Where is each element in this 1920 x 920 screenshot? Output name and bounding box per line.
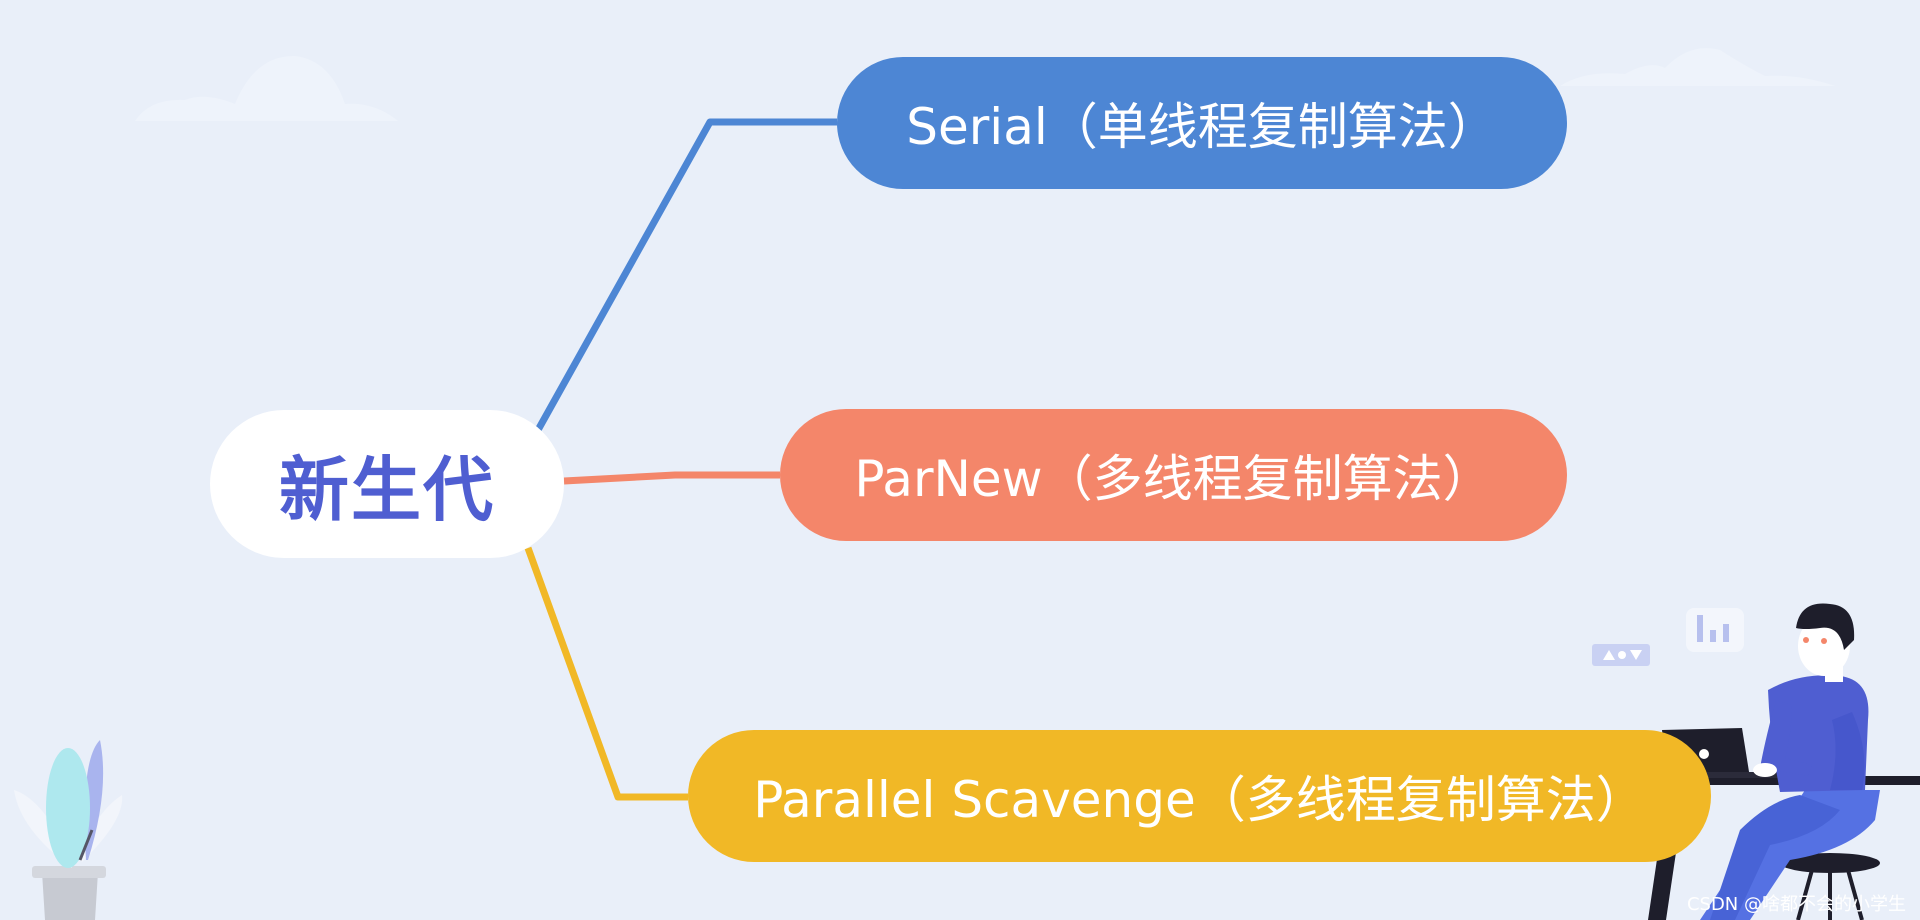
- root-node-label: 新生代: [279, 448, 495, 531]
- plant-illustration: [14, 740, 123, 920]
- cloud-left-decoration: [135, 55, 398, 122]
- child-node-serial[interactable]: Serial（单线程复制算法）: [837, 57, 1567, 189]
- floating-bar-chart-icon: [1686, 608, 1744, 652]
- connector-serial: [534, 118, 837, 432]
- child-node-label: Parallel Scavenge（多线程复制算法）: [753, 771, 1646, 829]
- connector-parallel-scavenge: [524, 546, 688, 801]
- watermark-text: CSDN @啥都不会的小学生: [1686, 894, 1906, 915]
- child-node-label: Serial（单线程复制算法）: [906, 98, 1498, 156]
- child-node-label: ParNew（多线程复制算法）: [854, 450, 1493, 508]
- floating-controls-icon: [1592, 644, 1650, 666]
- child-node-parnew[interactable]: ParNew（多线程复制算法）: [780, 409, 1567, 541]
- root-node-young-generation[interactable]: 新生代: [210, 410, 564, 558]
- connector-parnew: [563, 471, 780, 485]
- child-node-parallel-scavenge[interactable]: Parallel Scavenge（多线程复制算法）: [688, 730, 1711, 862]
- cloud-right-decoration: [1560, 48, 1835, 86]
